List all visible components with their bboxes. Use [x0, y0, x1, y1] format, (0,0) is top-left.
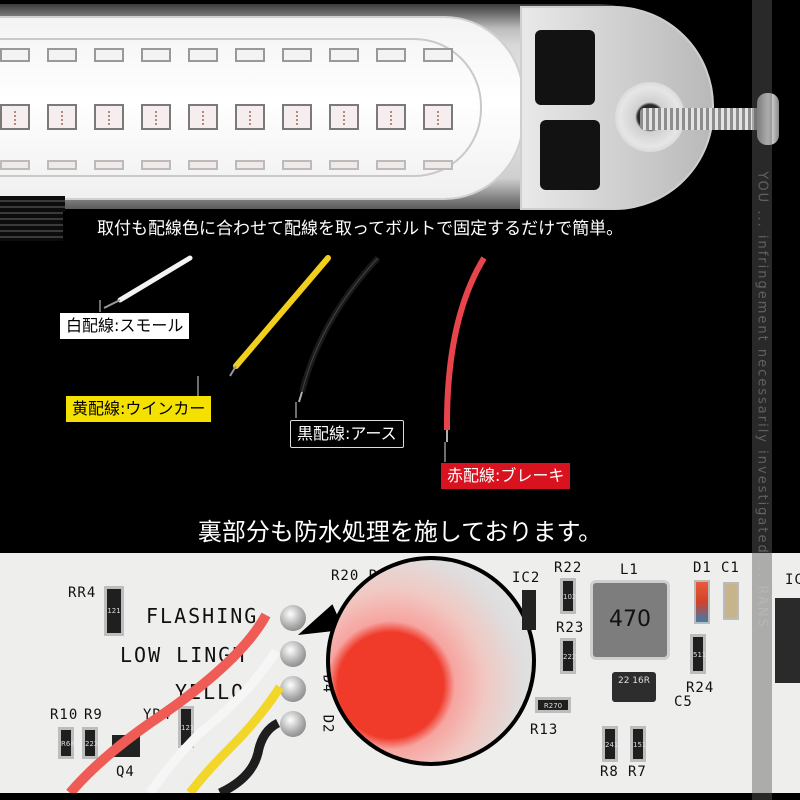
led-chip	[0, 48, 30, 62]
led-bar-photo	[0, 0, 800, 258]
led-chip	[0, 104, 30, 130]
led-row-bottom	[0, 160, 470, 170]
silk-r22: R22	[554, 560, 583, 576]
magnified-solder-joint	[326, 556, 536, 766]
installation-caption: 取付も配線色に合わせて配線を取ってボルトで固定するだけで簡単。	[63, 212, 703, 246]
screw-icon	[640, 108, 760, 130]
diode-d1	[694, 580, 710, 624]
screw-head-icon	[757, 93, 779, 145]
led-chip	[188, 160, 218, 170]
inductor-l1: 470	[590, 580, 670, 660]
yellow-wire	[233, 255, 331, 369]
silk-c1: C1	[721, 560, 740, 576]
watermark-text: YOU ... infringement necessarily investi…	[754, 171, 770, 629]
white-wire-label: 白配線:スモール	[60, 313, 190, 339]
led-chip	[235, 160, 265, 170]
silk-r23: R23	[556, 620, 585, 636]
led-chip	[376, 104, 406, 130]
led-chip	[47, 48, 77, 62]
wires-illustration	[99, 255, 487, 462]
solder-pad-yellow	[280, 676, 306, 702]
led-chip	[423, 48, 453, 62]
silk-r10: R10	[50, 707, 79, 723]
black-wire-tip	[298, 391, 303, 403]
led-chip	[329, 48, 359, 62]
white-wire-tip	[103, 299, 121, 309]
mounting-base	[0, 196, 65, 241]
silk-c5: C5	[674, 694, 693, 710]
silk-r8: R8	[600, 764, 619, 780]
resistor-r8: 241	[602, 726, 618, 762]
light-guide-channel	[0, 38, 482, 177]
pcb-yellow-wire	[186, 684, 284, 793]
resistor-r23: 222	[560, 638, 576, 674]
silk-r24: R24	[686, 680, 715, 696]
led-chip	[94, 48, 124, 62]
ic2-chip	[522, 590, 536, 630]
led-chip	[376, 48, 406, 62]
solder-pad-flashing	[280, 605, 306, 631]
resistor-r13: R270	[535, 697, 571, 713]
led-chip	[141, 48, 171, 62]
pcb-white-wire	[146, 648, 280, 793]
solder-pad-low-light	[280, 641, 306, 667]
silk-r13: R13	[530, 722, 559, 738]
resistor-r9: 222	[82, 727, 98, 759]
led-chip	[282, 104, 312, 130]
yellow-wire-tip	[229, 365, 237, 377]
resistor-r7: 151	[630, 726, 646, 762]
ic-chip	[775, 598, 800, 683]
led-chip	[282, 48, 312, 62]
black-wire-label: 黒配線:アース	[290, 420, 404, 448]
led-chip	[188, 104, 218, 130]
silk-rr4: RR4	[68, 585, 97, 601]
solder-pad-ground	[280, 711, 306, 737]
capacitor-c1	[723, 582, 739, 620]
led-chip	[188, 48, 218, 62]
led-chip	[329, 160, 359, 170]
led-chip	[235, 48, 265, 62]
silk-r7: R7	[628, 764, 647, 780]
led-chip	[329, 104, 359, 130]
silk-ic: IC	[785, 572, 800, 588]
silk-ic2: IC2	[512, 570, 541, 586]
pcb-wires	[66, 612, 284, 793]
silk-d2: D2	[319, 714, 336, 734]
silk-flashing: FLASHING	[146, 604, 259, 628]
led-chip	[376, 160, 406, 170]
resistor-r22: 102	[560, 578, 576, 614]
led-row-middle	[0, 104, 470, 130]
pcb-edge	[0, 793, 800, 800]
led-chip	[423, 104, 453, 130]
led-chip	[94, 104, 124, 130]
red-wire-label: 赤配線:ブレーキ	[441, 463, 571, 489]
led-chip	[141, 160, 171, 170]
led-chip	[47, 160, 77, 170]
led-chip	[282, 160, 312, 170]
led-chip	[94, 160, 124, 170]
resistor-r24: 511	[690, 634, 706, 674]
led-chip	[47, 104, 77, 130]
silk-q4: Q4	[116, 764, 135, 780]
pcb-red-wire	[66, 612, 271, 793]
silk-r9: R9	[84, 707, 103, 723]
resistor-r10: R68	[58, 727, 75, 759]
led-chip	[423, 160, 453, 170]
led-chip	[0, 160, 30, 170]
pcb-black-wire	[218, 718, 281, 793]
white-wire	[117, 255, 193, 303]
led-chip	[235, 104, 265, 130]
resistor-rr4: 121	[104, 586, 124, 636]
silk-l1: L1	[620, 562, 639, 578]
waterproof-caption: 裏部分も防水処理を施しております。	[197, 518, 603, 546]
yellow-wire-label: 黄配線:ウインカー	[66, 396, 212, 422]
end-cap-window-top	[535, 30, 595, 105]
led-chip	[141, 104, 171, 130]
silk-d1: D1	[693, 560, 712, 576]
end-cap-window-bottom	[540, 120, 600, 190]
capacitor-c5: 22 16R	[612, 672, 656, 702]
led-row-top	[0, 48, 470, 62]
watermark-strip	[752, 0, 772, 800]
red-wire	[443, 256, 487, 431]
